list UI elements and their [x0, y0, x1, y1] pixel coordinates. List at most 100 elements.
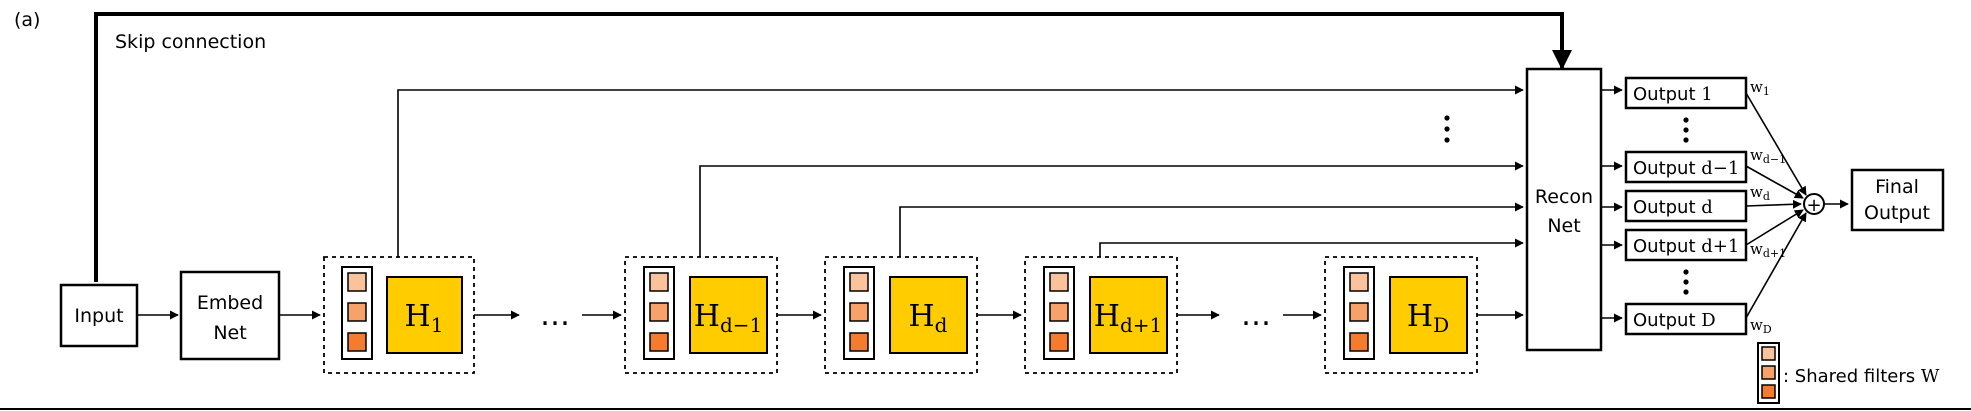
output-D: Output D	[1624, 302, 1748, 336]
hD-base: H	[1407, 299, 1433, 334]
filter-square	[347, 332, 367, 352]
vertical-ellipsis-outputs-top	[1683, 117, 1689, 143]
svg-text:Output 1: Output 1	[1633, 84, 1713, 105]
output-D-index: D	[1701, 310, 1715, 331]
tap-hd-1-to-recon	[699, 161, 1524, 257]
h1-sub: 1	[431, 313, 444, 337]
filter-square	[1049, 332, 1069, 352]
legend-text: : Shared filters	[1783, 366, 1921, 387]
weight-line-d-1	[1745, 165, 1804, 199]
shared-filter-stack	[843, 266, 875, 360]
hd-1-sub: d−1	[720, 313, 762, 337]
output-1-index: 1	[1701, 84, 1712, 105]
hidden-block-d: Hd	[824, 256, 978, 374]
final-output-line2: Output	[1864, 202, 1930, 224]
hd-sub: d	[935, 313, 948, 337]
output-d-plus-1: Output d+1	[1624, 228, 1748, 262]
hd+1-base: H	[1094, 299, 1120, 334]
hD-sub: D	[1433, 313, 1449, 337]
svg-text:HD: HD	[1407, 299, 1449, 337]
vertical-ellipsis-taps	[1444, 115, 1450, 143]
legend: : Shared filters W	[1757, 342, 1940, 404]
shared-filter-stack	[643, 266, 675, 360]
svg-text:: Shared filters W: : Shared filters W	[1783, 366, 1940, 387]
hidden-block-d-plus-1: Hd+1	[1024, 256, 1178, 374]
embed-net-line2: Net	[213, 322, 246, 344]
svg-text:Output d−1: Output d−1	[1633, 158, 1739, 179]
output-d-1-index: d−1	[1701, 158, 1739, 179]
final-output-line1: Final	[1875, 176, 1919, 198]
hidden-block-D: HD	[1324, 256, 1478, 374]
skip-connection-arrow	[94, 12, 1572, 282]
hidden-block-d-minus-1: Hd−1	[624, 256, 778, 374]
output-1-prefix: Output	[1633, 84, 1701, 105]
h1-base: H	[405, 299, 431, 334]
filter-square	[1761, 346, 1776, 361]
hidden-block-1: H1	[323, 256, 475, 374]
filter-square	[1349, 332, 1369, 352]
sum-symbol: +	[1806, 195, 1821, 216]
weight-line-d	[1745, 199, 1802, 209]
output-d+1-prefix: Output	[1633, 236, 1701, 257]
ellipsis-1: …	[540, 298, 570, 333]
recon-net-line1: Recon	[1535, 186, 1593, 208]
shared-filter-stack	[341, 266, 373, 360]
filter-square	[347, 272, 367, 292]
svg-text:Output d: Output d	[1633, 197, 1713, 218]
svg-text:Output d+1: Output d+1	[1633, 236, 1739, 257]
panel-label: (a)	[14, 9, 40, 31]
filter-square	[849, 272, 869, 292]
input-node: Input	[59, 283, 139, 348]
filter-square	[1761, 365, 1776, 380]
weight-line-D	[1745, 212, 1807, 319]
filter-square	[649, 332, 669, 352]
svg-text:Hd+1: Hd+1	[1094, 299, 1162, 337]
filter-square	[649, 302, 669, 322]
svg-text:H1: H1	[405, 299, 444, 337]
final-output-node: Final Output	[1850, 168, 1945, 232]
embed-net-node: Embed Net	[179, 270, 281, 361]
hd-1-base: H	[694, 299, 720, 334]
filter-square	[1049, 302, 1069, 322]
hd+1-sub: d+1	[1120, 313, 1162, 337]
vertical-ellipsis-outputs-bottom	[1683, 269, 1689, 295]
output-d-index: d	[1701, 197, 1713, 218]
weight-label-1: w1	[1750, 78, 1770, 98]
output-1: Output 1	[1624, 76, 1748, 110]
svg-text:Hd−1: Hd−1	[694, 299, 762, 337]
filter-square	[849, 302, 869, 322]
ellipsis-2: …	[1241, 298, 1271, 333]
recon-net-line2: Net	[1547, 215, 1580, 237]
filter-square	[1349, 272, 1369, 292]
output-d+1-index: d+1	[1701, 236, 1739, 257]
shared-filter-stack	[1343, 266, 1375, 360]
tap-h1-to-recon	[397, 85, 1524, 257]
summation-node: +	[1803, 193, 1825, 216]
svg-text:Output D: Output D	[1633, 310, 1716, 331]
input-label: Input	[74, 305, 123, 327]
filter-square	[347, 302, 367, 322]
weight-label-d: wd	[1750, 183, 1770, 203]
skip-connection-label: Skip connection	[115, 31, 266, 53]
weight-line-d+1	[1745, 209, 1804, 246]
filter-square	[849, 332, 869, 352]
svg-text:Hd: Hd	[909, 299, 948, 337]
weight-label-D: wD	[1750, 316, 1772, 336]
legend-filter-stack	[1757, 342, 1780, 404]
recon-net-node: Recon Net	[1525, 67, 1603, 352]
output-d-minus-1: Output d−1	[1624, 150, 1748, 184]
filter-square	[1761, 384, 1776, 399]
output-d-prefix: Output	[1633, 197, 1701, 218]
tap-hd-to-recon	[899, 202, 1524, 257]
weight-line-1	[1745, 92, 1807, 196]
hd-base: H	[909, 299, 935, 334]
output-d: Output d	[1624, 189, 1748, 223]
tap-hd+1-to-recon	[1099, 238, 1524, 257]
legend-symbol: W	[1921, 366, 1940, 387]
weight-label-d-1: wd−1	[1750, 146, 1786, 166]
filter-square	[1049, 272, 1069, 292]
filter-square	[1349, 302, 1369, 322]
output-d-1-prefix: Output	[1633, 158, 1701, 179]
embed-net-line1: Embed	[197, 292, 263, 314]
